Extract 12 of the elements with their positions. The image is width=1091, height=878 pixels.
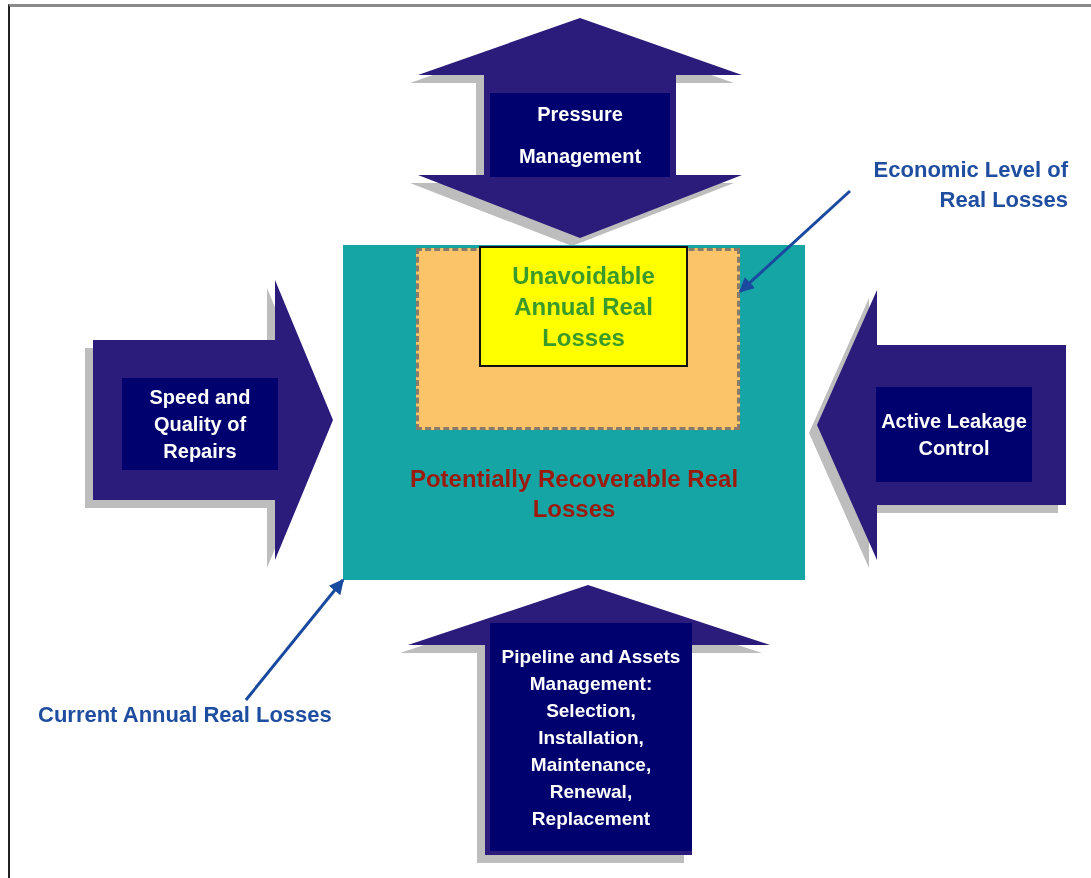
callout-label: Economic Level of Real Losses — [850, 155, 1068, 227]
dashed-area — [416, 248, 740, 430]
arrow-label: Pressure Management — [490, 93, 670, 177]
arrow-label: Pipeline and Assets Management: Selection, Installation, Maintenance, Renewal, Replacement — [490, 623, 692, 851]
leader-arrow — [244, 578, 345, 701]
arrow-label: Active Leakage Control — [876, 387, 1032, 482]
recoverable-losses-area — [343, 245, 805, 580]
arrow-label: Speed and Quality of Repairs — [122, 378, 278, 470]
callout-label: Current Annual Real Losses — [38, 700, 423, 736]
leader-arrow — [738, 189, 851, 293]
area-label: Potentially Recoverable Real Losses — [408, 464, 740, 524]
unavoidable-losses-box: Unavoidable Annual Real Losses — [479, 246, 688, 367]
